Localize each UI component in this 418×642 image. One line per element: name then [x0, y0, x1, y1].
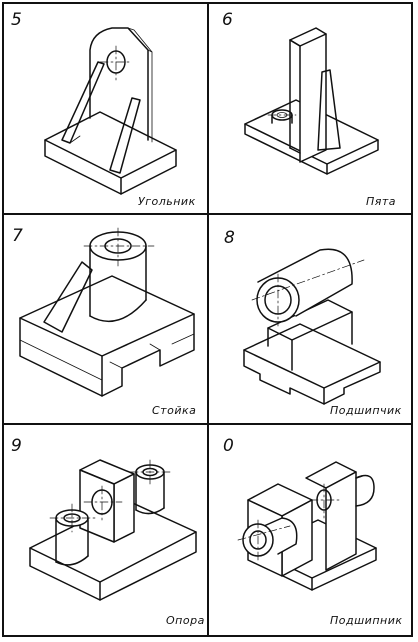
cell-caption: Опора	[166, 614, 205, 627]
cell-number: 9	[11, 436, 22, 456]
cell-number: 5	[11, 10, 22, 30]
cell-caption: Подшипник	[330, 614, 403, 627]
cell-caption: Пята	[366, 195, 397, 208]
cell-caption: Угольник	[138, 195, 196, 208]
cell-caption: Стойка	[152, 404, 197, 417]
cell-number: 0	[223, 436, 234, 456]
cell-number: 6	[222, 10, 233, 30]
cell-number: 8	[224, 228, 235, 248]
cell-caption: Подшипчик	[330, 404, 402, 417]
cell-number: 7	[12, 226, 23, 246]
